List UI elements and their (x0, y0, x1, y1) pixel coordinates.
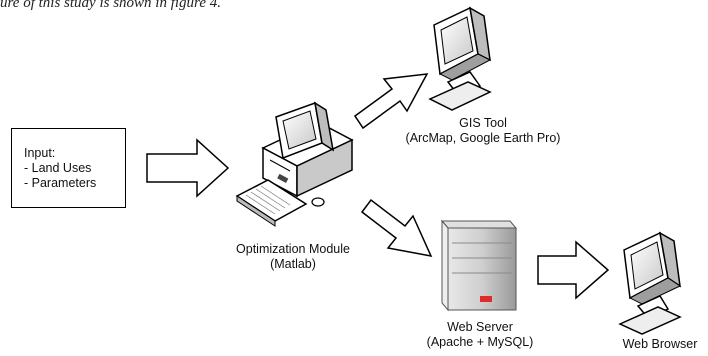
input-heading: Input: (24, 146, 56, 160)
desktop-computer-icon (235, 101, 354, 227)
input-item-parameters: - Parameters (24, 176, 97, 190)
gis-tool-label: GIS Tool (ArcMap, Google Earth Pro) (398, 116, 568, 146)
web-server-title: Web Server (447, 320, 513, 334)
web-browser-label: Web Browser (612, 337, 708, 352)
optimization-module-title: Optimization Module (236, 242, 350, 256)
optimization-module-subtitle: (Matlab) (270, 257, 316, 271)
caption-text: ure of this study is shown in figure 4. (0, 0, 221, 11)
web-server-label: Web Server (Apache + MySQL) (410, 320, 550, 350)
arrow-input-to-optimization (146, 138, 230, 198)
arrow-optimization-to-gis (353, 73, 429, 130)
input-item-land-uses: - Land Uses (24, 161, 92, 175)
block-arrow-icon (146, 138, 230, 198)
gis-tool-subtitle: (ArcMap, Google Earth Pro) (405, 131, 561, 145)
web-server-subtitle: (Apache + MySQL) (426, 335, 534, 349)
gis-tool-title: GIS Tool (459, 116, 507, 130)
block-arrow-icon (537, 240, 610, 300)
gis-monitor-icon (428, 6, 492, 111)
optimization-module-label: Optimization Module (Matlab) (218, 242, 368, 272)
server-tower-icon (440, 219, 518, 312)
server-power-light (480, 296, 492, 302)
input-box: Input: - Land Uses - Parameters (11, 128, 126, 208)
browser-monitor-icon (618, 231, 682, 335)
block-arrow-icon (360, 198, 433, 257)
web-browser-title: Web Browser (622, 337, 698, 351)
block-arrow-icon (353, 73, 429, 130)
arrow-optimization-to-webserver (360, 198, 433, 257)
arrow-webserver-to-browser (537, 240, 610, 300)
